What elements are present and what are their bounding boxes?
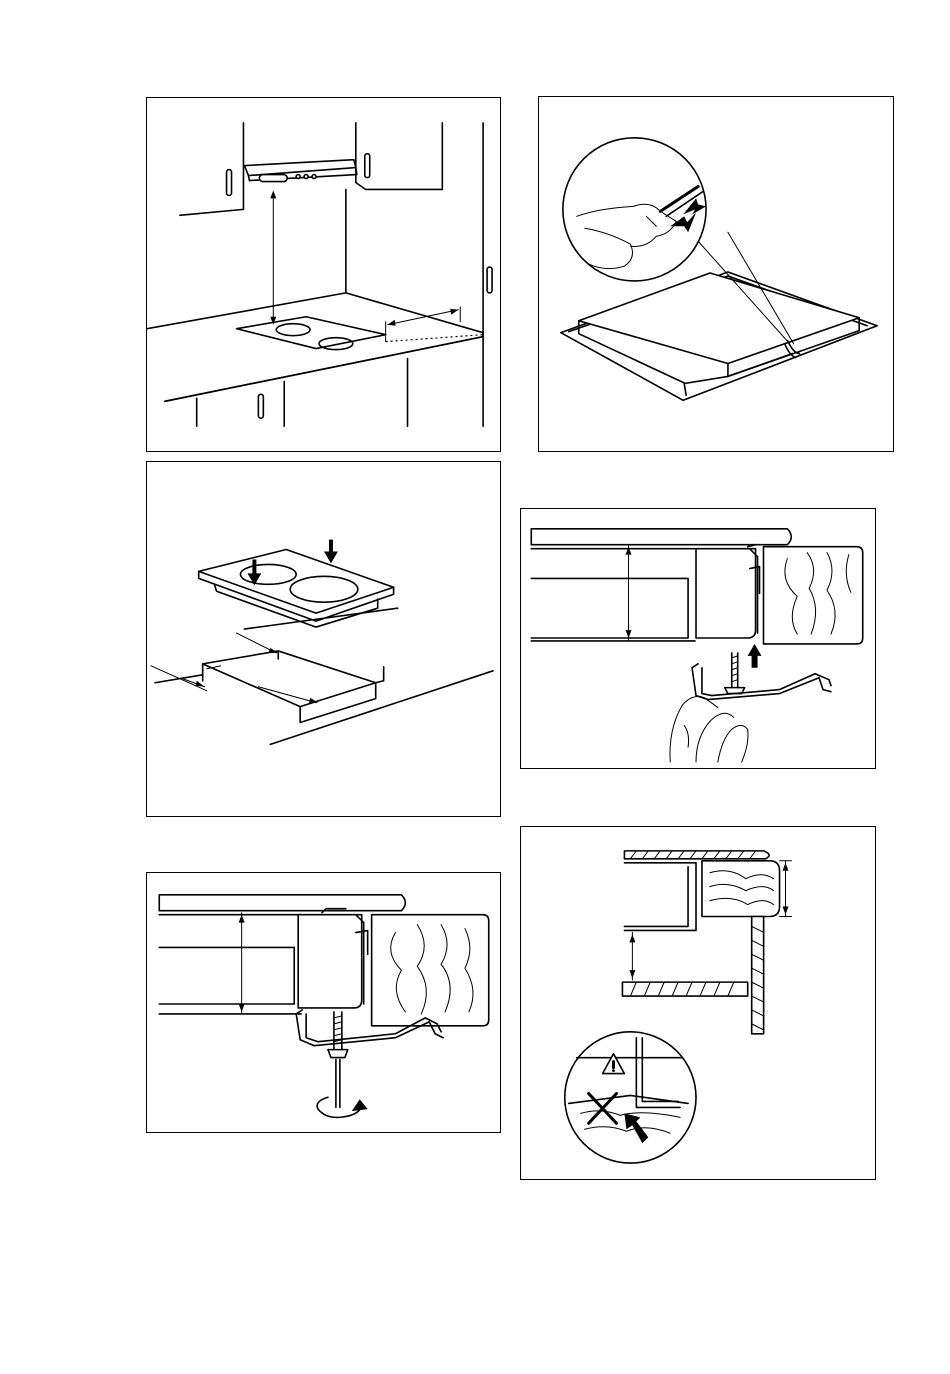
figure-kitchen-clearance: [146, 97, 501, 452]
figure-seal-application: [538, 96, 894, 452]
cutout-dimensions-drawing: [147, 462, 500, 816]
bracket-fitting-drawing: [521, 509, 875, 768]
figure-bracket-fitting: [520, 508, 876, 769]
seal-application-drawing: [539, 97, 893, 451]
figure-bracket-tightening: [146, 872, 501, 1133]
kitchen-clearance-drawing: [147, 98, 500, 451]
figure-cabinet-clearance-warning: [520, 826, 876, 1180]
figure-cutout-dimensions: [146, 461, 501, 817]
bracket-tightening-drawing: [147, 873, 500, 1132]
cabinet-clearance-drawing: [521, 827, 875, 1179]
